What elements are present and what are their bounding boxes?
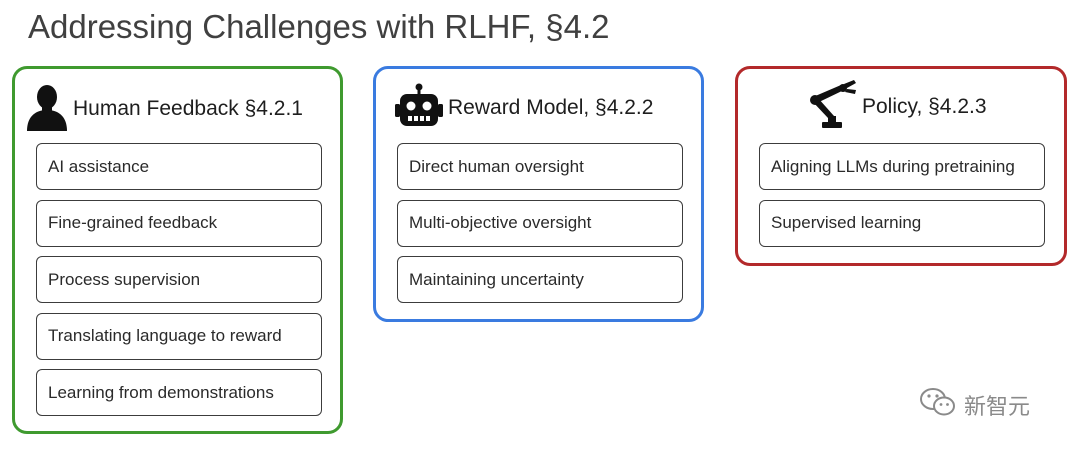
robot-icon [394,83,444,134]
watermark: 新智元 [918,386,1030,424]
robot-arm-icon [804,79,858,135]
panel-policy: Policy, §4.2.3 Aligning LLMs during pret… [735,66,1067,266]
panel-title: Reward Model, §4.2.2 [448,96,654,119]
panel-human-feedback: Human Feedback §4.2.1 AI assistance Fine… [12,66,343,434]
list-item: Process supervision [36,256,322,303]
list-item: Learning from demonstrations [36,369,322,416]
list-item: Supervised learning [759,199,1045,247]
list-item: Maintaining uncertainty [397,256,683,303]
person-icon [25,83,69,136]
panel-header: Policy, §4.2.3 [804,69,987,145]
list-item: AI assistance [36,143,322,190]
list-item: Direct human oversight [397,143,683,190]
watermark-text: 新智元 [964,395,1031,420]
panel-header: Human Feedback §4.2.1 [25,71,303,147]
panel-title: Human Feedback §4.2.1 [73,97,303,120]
list-item: Multi-objective oversight [397,199,683,247]
list-item: Aligning LLMs during pretraining [759,143,1045,190]
page-title: Addressing Challenges with RLHF, §4.2 [28,8,610,45]
panel-reward-model: Reward Model, §4.2.2 Direct human oversi… [373,66,704,322]
list-item: Translating language to reward [36,312,322,360]
panel-title: Policy, §4.2.3 [862,95,987,118]
panel-header: Reward Model, §4.2.2 [394,70,653,146]
wechat-icon [918,386,958,424]
list-item: Fine-grained feedback [36,199,322,247]
